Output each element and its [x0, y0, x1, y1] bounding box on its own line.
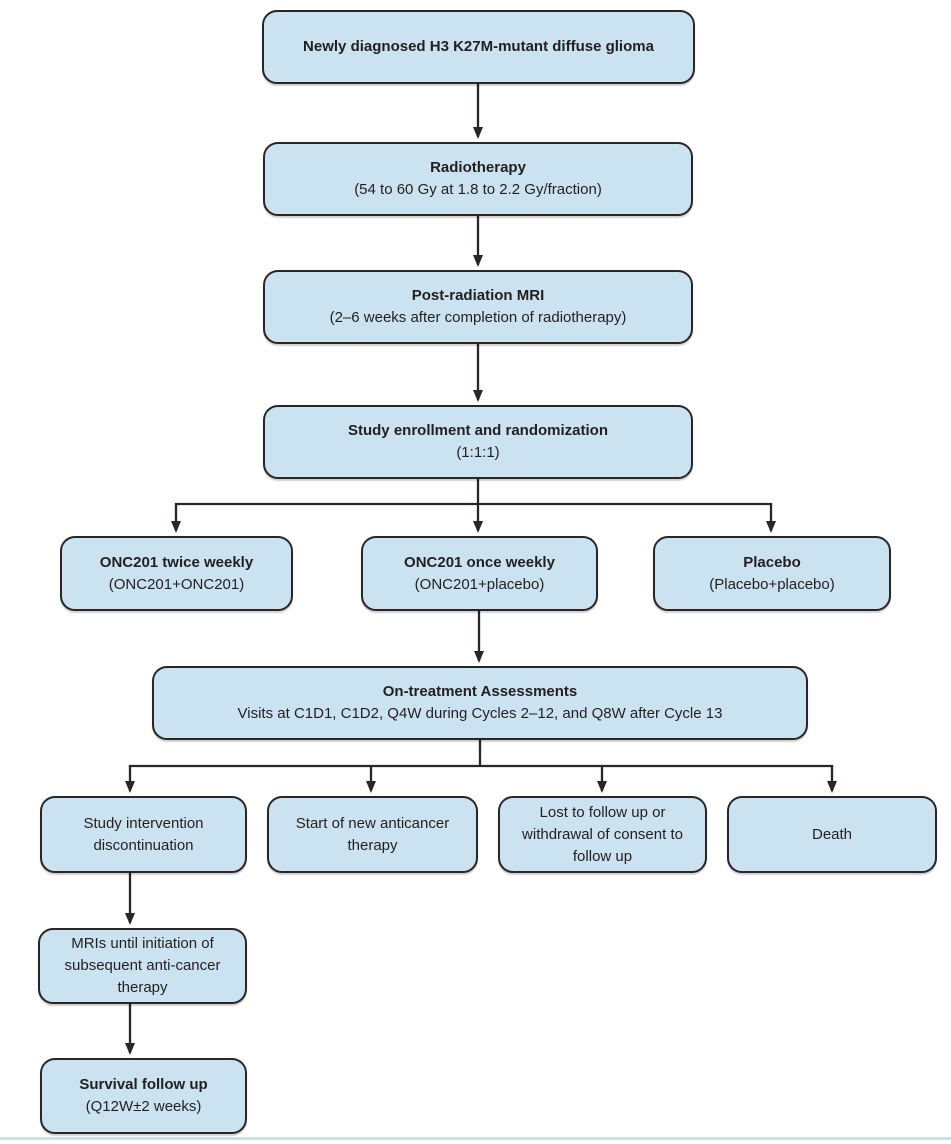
box-subtitle: (ONC201+ONC201): [108, 575, 245, 593]
box-subtitle: (2–6 weeks after completion of radiother…: [329, 309, 627, 326]
box-title: ONC201 once weekly: [404, 553, 555, 571]
box-subtitle: (Placebo+placebo): [709, 575, 835, 593]
box-title: ONC201 twice weekly: [99, 553, 254, 571]
flow-box-lost-to-followup: Lost to follow up or withdrawal of conse…: [498, 796, 707, 873]
flow-box-mris-until-initiation: MRIs until initiation of subsequent anti…: [38, 928, 247, 1004]
flow-box-post-radiation-mri: Post-radiation MRI (2–6 weeks after comp…: [263, 270, 693, 344]
box-title: On-treatment Assessments: [382, 683, 578, 700]
flow-box-radiotherapy: Radiotherapy (54 to 60 Gy at 1.8 to 2.2 …: [263, 142, 693, 216]
box-title: Placebo: [743, 553, 801, 571]
flow-box-on-treatment-assessments: On-treatment Assessments Visits at C1D1,…: [152, 666, 808, 740]
box-title: Radiotherapy: [430, 159, 526, 176]
flow-box-enrollment-randomization: Study enrollment and randomization (1:1:…: [263, 405, 693, 479]
box-title: Start of new anticancer therapy: [295, 814, 450, 854]
box-title: Study intervention discontinuation: [83, 814, 204, 854]
flow-box-death: Death: [727, 796, 937, 873]
flow-box-new-anticancer-therapy: Start of new anticancer therapy: [267, 796, 478, 873]
flow-box-survival-followup: Survival follow up (Q12W±2 weeks): [40, 1058, 247, 1134]
box-subtitle: Visits at C1D1, C1D2, Q4W during Cycles …: [237, 705, 723, 722]
flow-box-onc201-twice-weekly: ONC201 twice weekly (ONC201+ONC201): [60, 536, 293, 611]
flow-box-onc201-once-weekly: ONC201 once weekly (ONC201+placebo): [361, 536, 598, 611]
box-subtitle: (ONC201+placebo): [414, 575, 545, 593]
box-subtitle: (54 to 60 Gy at 1.8 to 2.2 Gy/fraction): [354, 181, 602, 198]
flow-box-placebo: Placebo (Placebo+placebo): [653, 536, 891, 611]
box-title: Survival follow up: [79, 1076, 208, 1093]
box-title: MRIs until initiation of subsequent anti…: [64, 935, 221, 996]
box-subtitle: (Q12W±2 weeks): [85, 1098, 202, 1115]
box-title: Study enrollment and randomization: [347, 422, 609, 439]
bottom-divider: [0, 1137, 951, 1140]
box-title: Lost to follow up or withdrawal of conse…: [522, 803, 683, 865]
box-title: Newly diagnosed H3 K27M-mutant diffuse g…: [303, 38, 654, 55]
box-subtitle: (1:1:1): [456, 444, 500, 461]
flow-box-intervention-discontinuation: Study intervention discontinuation: [40, 796, 247, 873]
box-title: Death: [811, 825, 853, 843]
flow-box-newly-diagnosed: Newly diagnosed H3 K27M-mutant diffuse g…: [262, 10, 695, 84]
box-title: Post-radiation MRI: [411, 287, 545, 304]
